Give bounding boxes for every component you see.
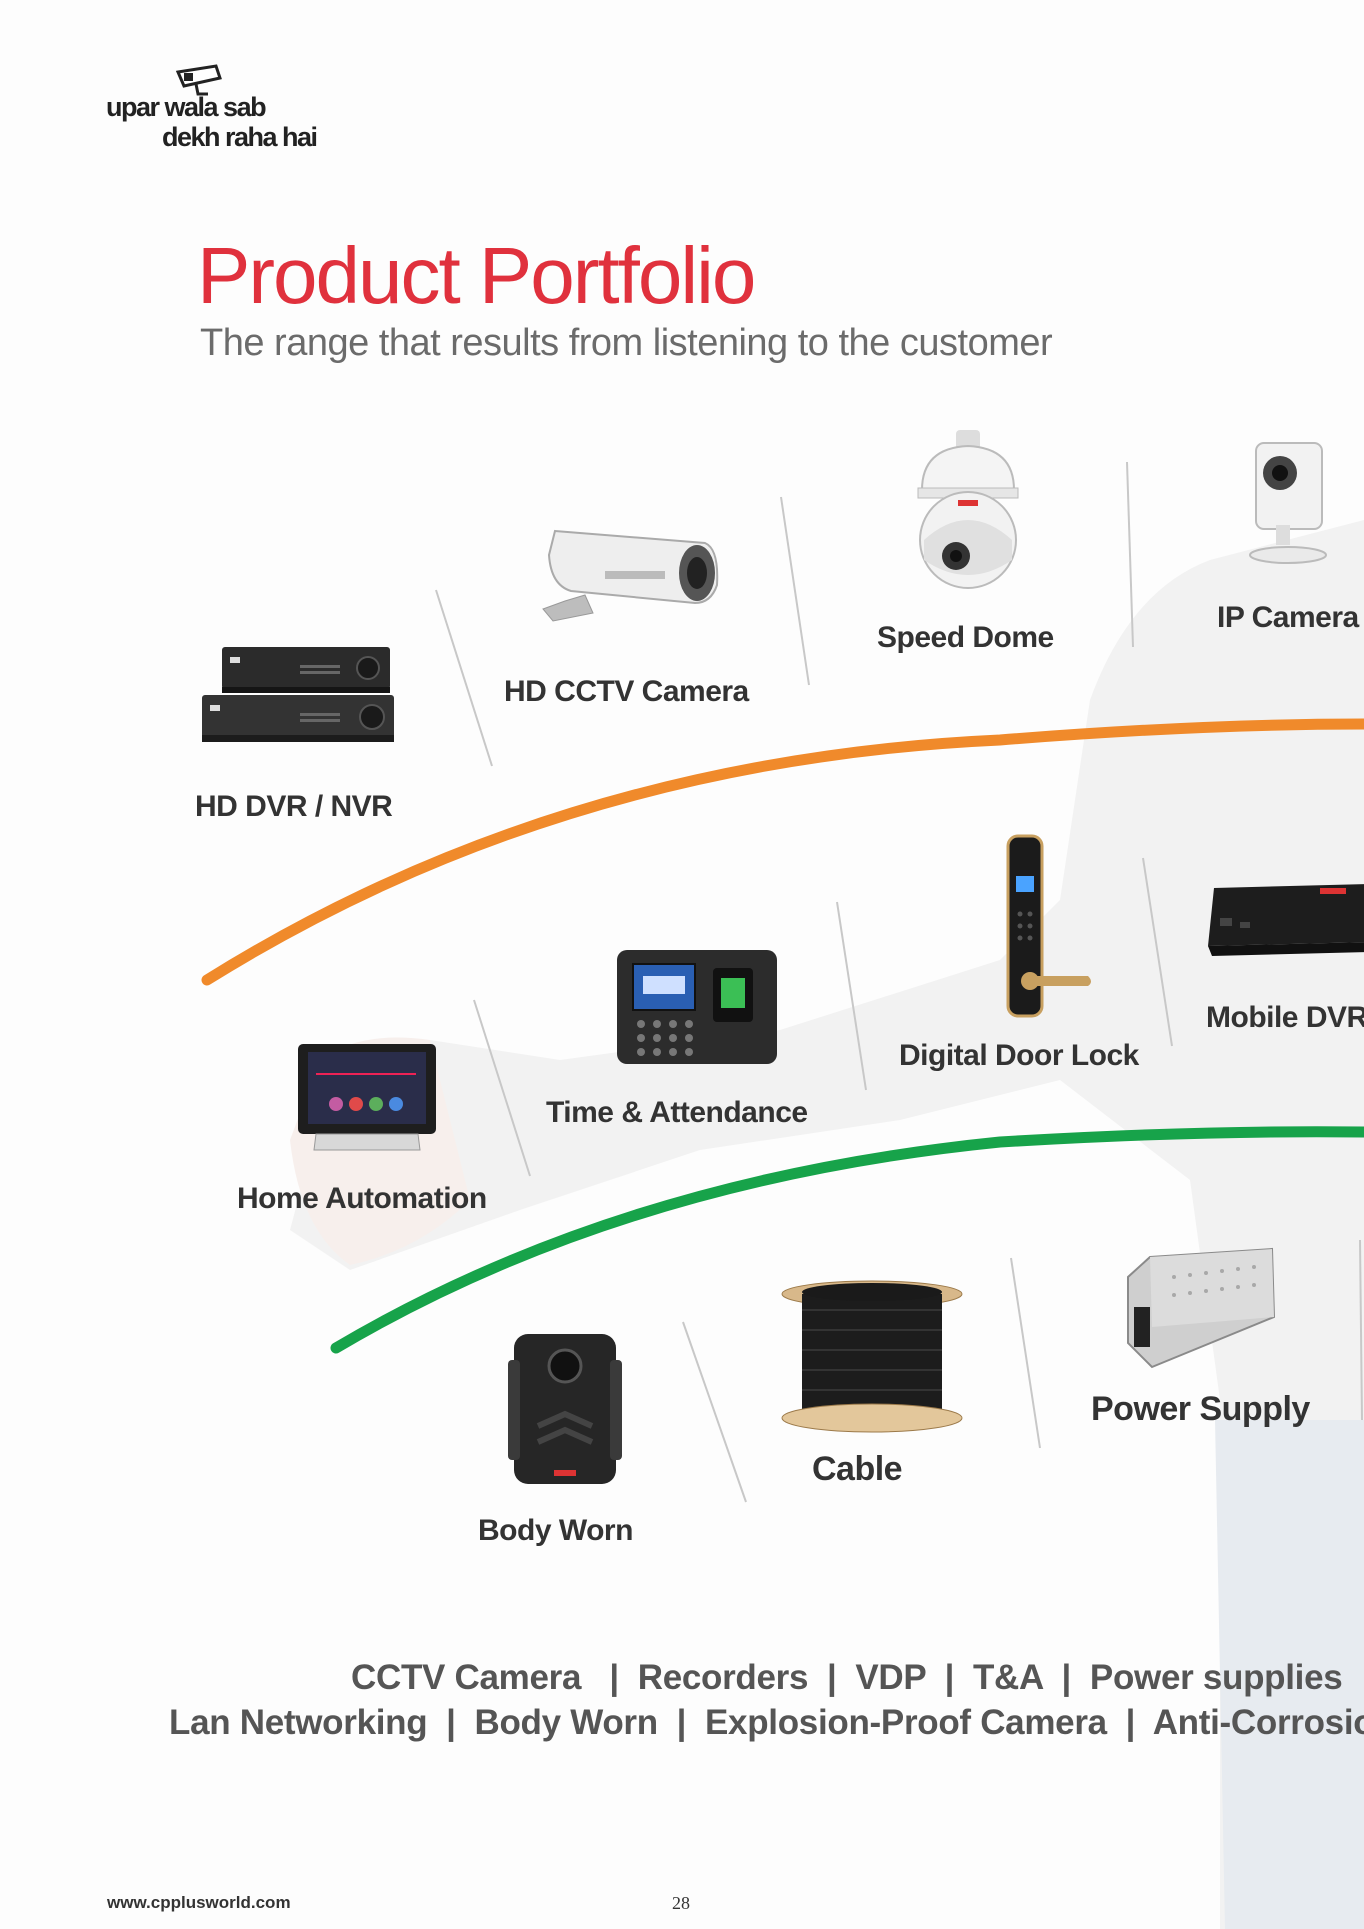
logo-tagline-line1: upar wala sab <box>106 92 267 122</box>
time-attendance-image <box>617 950 777 1064</box>
ip-camera-image <box>1249 442 1327 564</box>
cable-image <box>781 1280 963 1433</box>
categories-line-2: Lan Networking | Body Worn | Explosion-P… <box>169 1703 1364 1742</box>
label-hd-dvr-nvr: HD DVR / NVR <box>195 790 393 823</box>
page-title: Product Portfolio <box>197 231 756 320</box>
label-digital-door-lock: Digital Door Lock <box>899 1039 1139 1072</box>
digital-door-lock-image <box>1006 834 1091 1018</box>
power-supply-image <box>1127 1247 1276 1369</box>
page-subtitle: The range that results from listening to… <box>200 322 1053 364</box>
categories-line-1: CCTV Camera | Recorders | VDP | T&A | Po… <box>351 1658 1343 1697</box>
label-speed-dome: Speed Dome <box>877 621 1054 654</box>
hd-cctv-camera-image <box>542 529 719 622</box>
label-time-attendance: Time & Attendance <box>546 1096 808 1129</box>
logo-tagline-line2: dekh raha hai <box>162 122 318 152</box>
label-ip-camera: IP Camera <box>1217 601 1359 634</box>
dvr-nvr-image <box>202 647 394 742</box>
page-number: 28 <box>672 1893 690 1913</box>
body-worn-image <box>508 1334 622 1484</box>
label-cable: Cable <box>812 1450 903 1488</box>
label-hd-cctv-camera: HD CCTV Camera <box>504 675 749 708</box>
brand-logo: upar wala sab dekh raha hai <box>104 64 344 164</box>
label-home-automation: Home Automation <box>237 1182 487 1215</box>
label-power-supply: Power Supply <box>1091 1390 1310 1428</box>
mobile-dvr-image <box>1208 884 1364 956</box>
label-body-worn: Body Worn <box>478 1514 633 1547</box>
cctv-camera-icon <box>175 64 222 96</box>
label-mobile-dvr: Mobile DVR <box>1206 1001 1364 1034</box>
footer-website-link[interactable]: www.cpplusworld.com <box>107 1893 291 1912</box>
home-automation-image <box>298 1044 436 1151</box>
speed-dome-image <box>917 430 1019 589</box>
